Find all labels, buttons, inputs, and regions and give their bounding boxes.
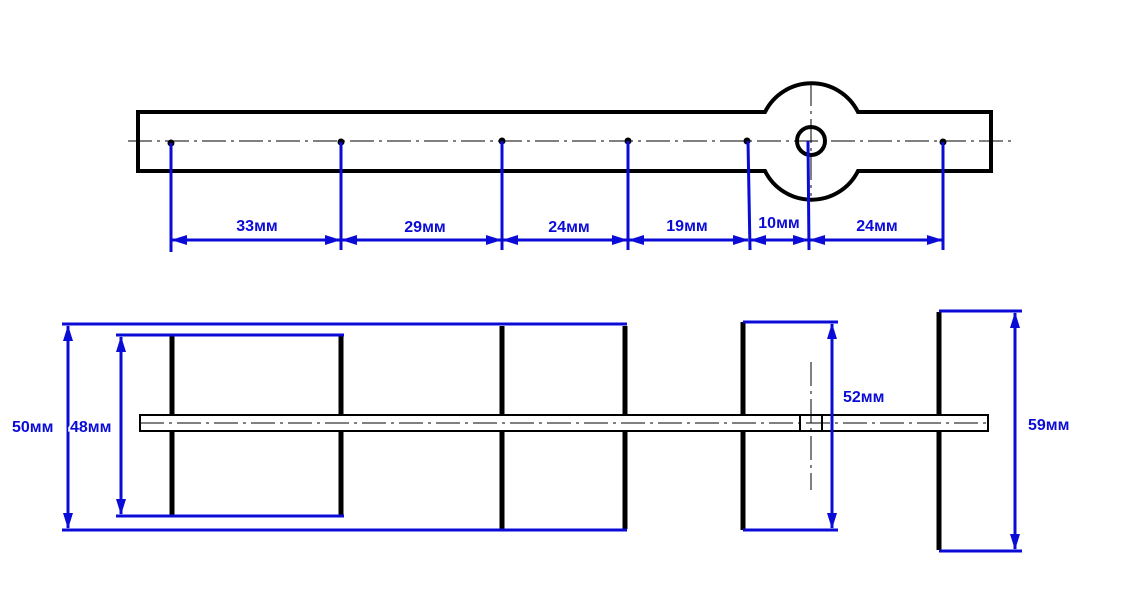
dimension-label-halo: 50мм [12, 419, 53, 436]
dimension-label: 10мм [758, 215, 799, 232]
dimension-label: 33мм [236, 218, 277, 235]
dimension-label: 59мм [1028, 417, 1069, 434]
dimension-label: 29мм [404, 219, 445, 236]
dimension-label: 19мм [666, 218, 707, 235]
dimension-label-halo: 48мм [70, 419, 111, 436]
dimension-label: 50мм [12, 419, 53, 436]
side-view: 50мм 50мм 48мм 48мм 52мм 59мм [10, 309, 1069, 553]
top-view: 33мм 29мм 24мм 19мм 10мм 24мм [128, 81, 1012, 252]
shaft-outline [136, 81, 993, 202]
extension-line [746, 140, 752, 251]
dimension-label: 24мм [856, 218, 897, 235]
dimension-label: 48мм [70, 419, 111, 436]
dimension-label: 24мм [548, 219, 589, 236]
dimension-label: 52мм [843, 389, 884, 406]
extension-line [806, 140, 811, 251]
